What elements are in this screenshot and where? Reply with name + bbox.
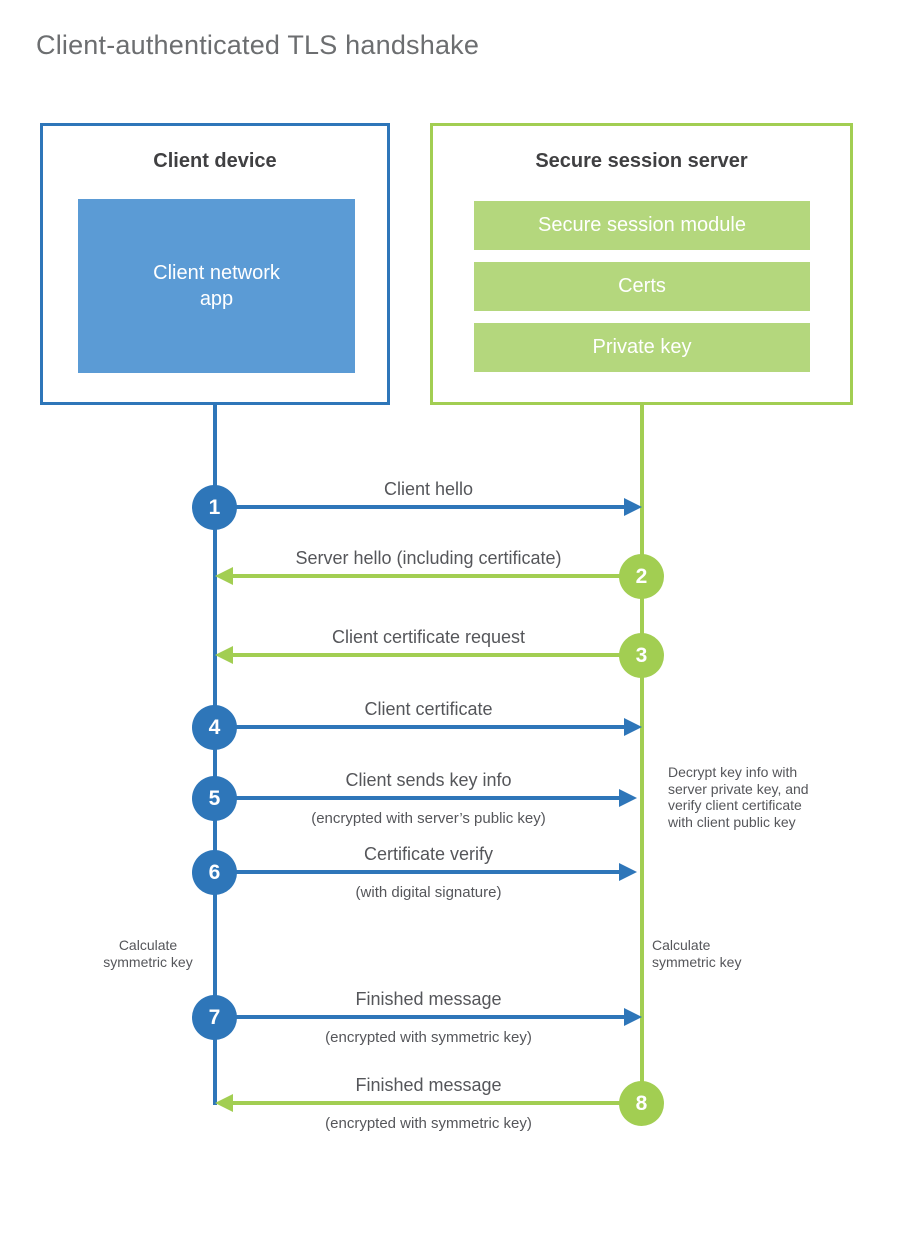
calculate-symmetric-key-left: Calculate symmetric key — [103, 937, 193, 970]
server-heading: Secure session server — [535, 150, 748, 172]
step-7-badge: 7 — [192, 995, 237, 1040]
client-device-heading: Client device — [153, 150, 277, 172]
step-7-arrowhead-icon — [624, 1008, 642, 1026]
step-5-arrow — [215, 796, 620, 800]
step-6-arrowhead-icon — [619, 863, 637, 881]
step-8-arrow — [233, 1101, 642, 1105]
step-4-label: Client certificate — [364, 699, 493, 719]
step-5-arrowhead-icon — [619, 789, 637, 807]
calculate-symmetric-key-right: Calculate symmetric key — [652, 937, 742, 970]
step-8-arrowhead-icon — [215, 1094, 233, 1112]
step-3-badge: 3 — [619, 633, 664, 678]
step-1-arrowhead-icon — [624, 498, 642, 516]
step-2-arrowhead-icon — [215, 567, 233, 585]
step-5-sublabel: (encrypted with server’s public key) — [311, 810, 546, 827]
step-3-arrowhead-icon — [215, 646, 233, 664]
client-lifeline — [213, 405, 217, 1105]
step-8-label: Finished message — [355, 1075, 502, 1095]
page-title: Client-authenticated TLS handshake — [36, 30, 480, 60]
step-3-label: Client certificate request — [331, 627, 526, 647]
step-4-badge: 4 — [192, 705, 237, 750]
step-1-label: Client hello — [383, 479, 474, 499]
step-7-sublabel: (encrypted with symmetric key) — [325, 1029, 532, 1046]
step-7-label: Finished message — [355, 989, 502, 1009]
step-5-badge: 5 — [192, 776, 237, 821]
step-6-badge: 6 — [192, 850, 237, 895]
step-5-label: Client sends key info — [345, 770, 512, 790]
step-2-badge: 2 — [619, 554, 664, 599]
client-network-app-box: Client network app — [78, 199, 355, 373]
server-lifeline — [640, 405, 644, 1105]
server-module-secure-session: Secure session module — [474, 201, 810, 250]
step-8-sublabel: (encrypted with symmetric key) — [325, 1115, 532, 1132]
server-module-private-key: Private key — [474, 323, 810, 372]
step-8-badge: 8 — [619, 1081, 664, 1126]
step-6-sublabel: (with digital signature) — [355, 884, 502, 901]
step-1-badge: 1 — [192, 485, 237, 530]
step-4-arrowhead-icon — [624, 718, 642, 736]
server-module-certs: Certs — [474, 262, 810, 311]
step-3-arrow — [233, 653, 642, 657]
step-4-arrow — [215, 725, 625, 729]
step-6-arrow — [215, 870, 620, 874]
step-7-arrow — [215, 1015, 625, 1019]
step-6-label: Certificate verify — [363, 844, 494, 864]
decrypt-note: Decrypt key info with server private key… — [668, 764, 809, 830]
step-2-label: Server hello (including certificate) — [295, 548, 562, 568]
step-2-arrow — [233, 574, 642, 578]
step-1-arrow — [215, 505, 625, 509]
